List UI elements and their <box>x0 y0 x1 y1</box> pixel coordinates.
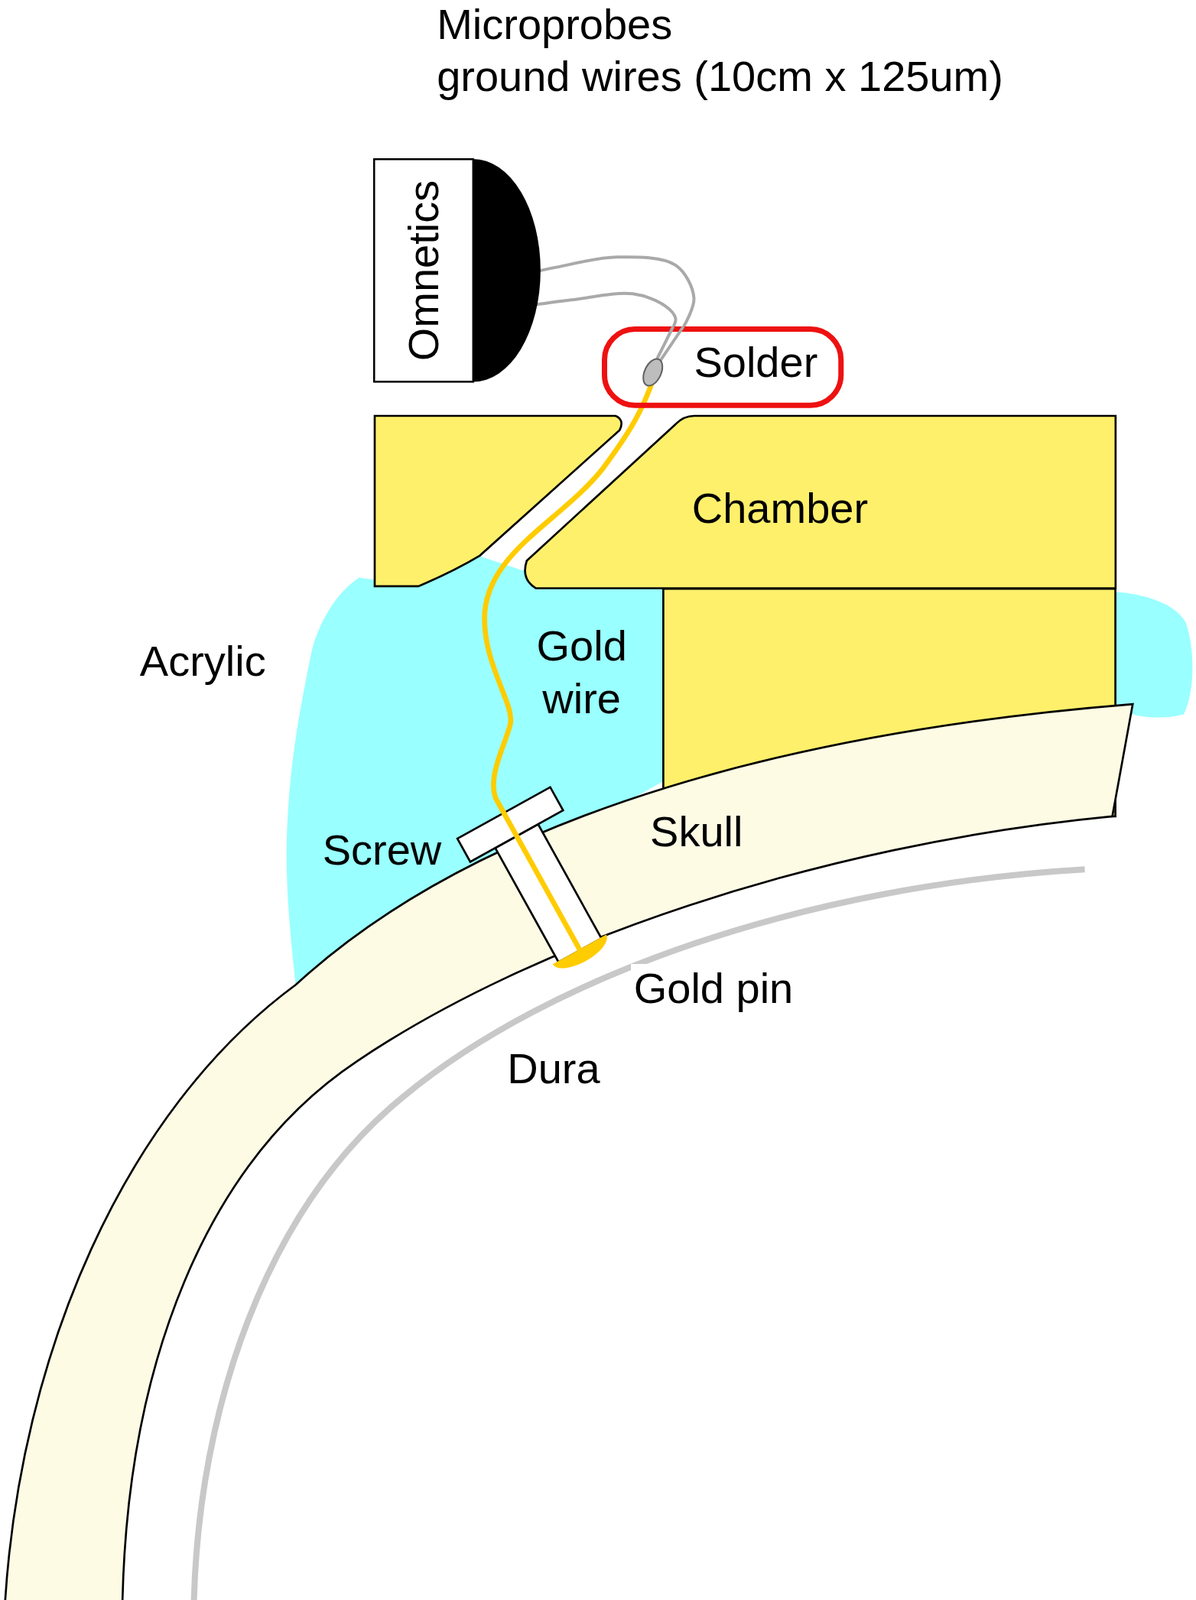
gold-pin-group <box>552 935 613 977</box>
connector-plug <box>473 159 541 383</box>
part-label: Gold wire <box>525 619 638 726</box>
ground-wire <box>522 256 694 327</box>
connector-outline <box>373 158 541 384</box>
connector-box: Omnetics <box>373 158 541 384</box>
dura <box>194 869 1086 1600</box>
region-label: Acrylic <box>139 637 267 686</box>
acrylic-right <box>1115 591 1193 718</box>
part-label: Skull <box>650 807 743 857</box>
ground-wire-end <box>655 326 674 364</box>
skull <box>5 704 1134 1600</box>
part-label: Dura <box>507 1044 600 1094</box>
part-label: Gold pin <box>630 964 797 1014</box>
node-text: Chamber <box>692 484 868 533</box>
solder-blob <box>639 356 667 390</box>
wire-note: Microprobes <box>436 0 673 49</box>
connector-body <box>374 159 475 382</box>
chamber-part <box>524 416 1115 589</box>
callout-box: Solder <box>601 326 844 409</box>
node-text: Omnetics <box>399 179 449 361</box>
part-label: Screw <box>322 825 442 875</box>
ground-wire <box>525 293 676 327</box>
gold-pin <box>552 935 613 977</box>
wire-note: ground wires (10cm x 125um) <box>436 52 1004 101</box>
node-text: Solder <box>693 338 818 387</box>
chamber-block: Chamber <box>374 416 1116 589</box>
callout-border <box>604 329 842 407</box>
